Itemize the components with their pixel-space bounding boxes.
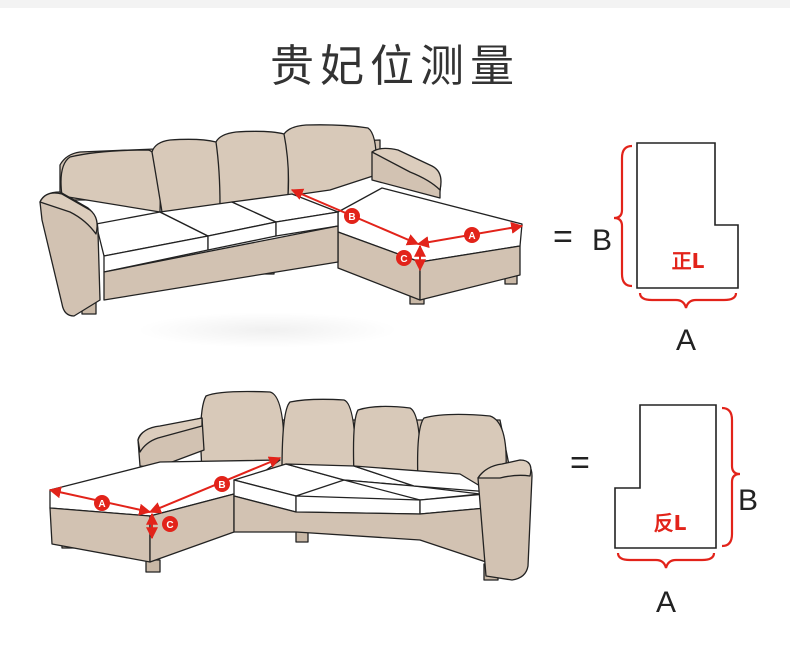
dim-b-label: B xyxy=(738,484,758,517)
dim-b-label: B xyxy=(592,224,612,257)
marker-c: C xyxy=(162,516,178,532)
brace-b xyxy=(613,144,633,288)
svg-text:B: B xyxy=(348,212,355,223)
marker-a: A xyxy=(94,495,110,511)
chaise-base xyxy=(49,507,151,563)
chaise-base xyxy=(419,245,521,301)
shape-label: 反L xyxy=(654,511,687,535)
equals-sign: = xyxy=(570,444,590,482)
reverse-l-shape-outline xyxy=(614,404,717,549)
marker-c: C xyxy=(396,250,412,266)
shape-label: 正L xyxy=(672,249,705,273)
chaise-armrest-top xyxy=(137,417,203,453)
right-armrest xyxy=(477,461,533,581)
l-shape-outline xyxy=(636,142,739,289)
back-cushion xyxy=(151,138,222,213)
top-sofa xyxy=(39,124,523,317)
sofa-shadow xyxy=(135,312,400,348)
marker-b: B xyxy=(344,208,360,224)
svg-text:A: A xyxy=(98,499,105,510)
svg-text:A: A xyxy=(468,231,475,242)
page-title: 贵妃位测量 xyxy=(270,41,520,92)
dim-a-label: A xyxy=(676,324,696,357)
svg-text:C: C xyxy=(400,254,407,265)
dim-a-label: A xyxy=(656,586,676,619)
svg-text:C: C xyxy=(166,520,173,531)
chaise-armrest-top xyxy=(371,147,442,191)
right-armrest-top xyxy=(477,459,532,479)
brace-a xyxy=(616,552,716,569)
back-cushion xyxy=(283,124,377,197)
equals-sign: = xyxy=(553,218,573,256)
back-cushion xyxy=(215,130,290,206)
marker-a: A xyxy=(464,227,480,243)
bottom-sofa xyxy=(49,390,533,581)
left-armrest-top xyxy=(39,192,98,235)
seat-cushion-front xyxy=(295,495,421,515)
marker-b: B xyxy=(214,476,230,492)
brace-a xyxy=(638,292,738,309)
top-bar xyxy=(0,0,790,8)
back-cushion xyxy=(200,390,285,471)
brace-b xyxy=(721,406,741,548)
sofa-base xyxy=(103,225,339,301)
svg-text:B: B xyxy=(218,480,225,491)
